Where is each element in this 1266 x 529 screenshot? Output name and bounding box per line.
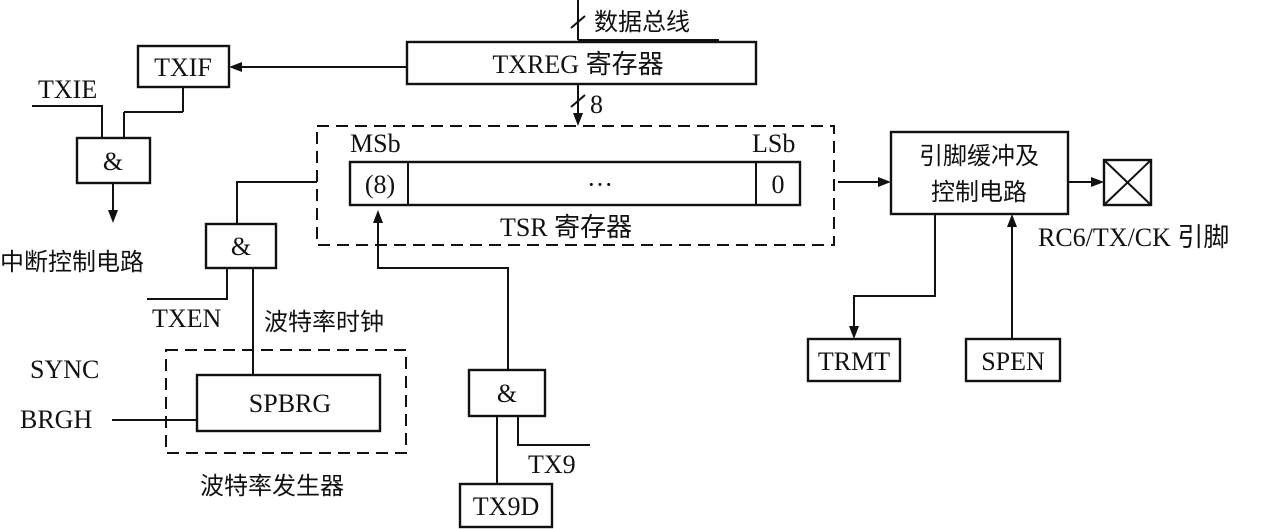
pin-label: RC6/TX/CK 引脚 — [1038, 223, 1229, 252]
tx9-wire — [517, 416, 590, 446]
baud-generator-dashed-boundary — [165, 349, 407, 454]
lsb-label: LSb — [752, 129, 795, 158]
trmt-flag — [806, 337, 902, 383]
arrowhead-bit8 — [373, 210, 383, 223]
pin-buffer-control — [889, 130, 1070, 216]
txif-label: TXIF — [154, 53, 212, 82]
enable-and-gate — [204, 222, 278, 270]
tsr-label: TSR 寄存器 — [500, 213, 632, 242]
txen-label: TXEN — [152, 304, 222, 333]
tx9d-label: TX9D — [473, 492, 539, 521]
txreg-label: TXREG 寄存器 — [492, 50, 663, 79]
tx9-label: TX9 — [528, 450, 576, 479]
txreg-register — [405, 40, 758, 86]
interrupt-and-label: & — [103, 147, 123, 176]
tsr-bit0-label: 0 — [772, 170, 785, 199]
pin-buffer-label-line2: 控制电路 — [931, 178, 1027, 206]
msb-label: MSb — [350, 129, 401, 158]
spbrg-label: SPBRG — [249, 389, 331, 418]
data-bus-input — [570, 0, 719, 41]
interrupt-ctrl-label: 中断控制电路 — [0, 248, 144, 276]
txen-wire — [147, 268, 228, 300]
tsr-to-enable-and-wire — [236, 181, 317, 224]
arrowhead-interrupt — [108, 210, 118, 223]
spbrg-register — [195, 373, 382, 433]
spen-flag — [964, 337, 1062, 383]
txie-wire — [32, 105, 103, 138]
sync-label: SYNC — [30, 355, 99, 384]
spen-label: SPEN — [981, 347, 1045, 376]
tx9-and-to-tsr-wire — [377, 223, 509, 370]
tsr-dots-label: ··· — [587, 170, 613, 199]
tsr-dashed-boundary — [316, 125, 835, 246]
trmt-label: TRMT — [818, 347, 890, 376]
tsr-bit8-label: (8) — [365, 170, 395, 199]
pin-terminal-icon — [1102, 158, 1153, 207]
txie-label: TXIE — [38, 75, 97, 104]
baud-clock-label: 波特率时钟 — [264, 308, 384, 336]
arrowhead-buffer — [878, 177, 891, 187]
enable-and-label: & — [231, 232, 251, 261]
arrowhead-txif — [229, 62, 242, 72]
arrowhead-spen — [1007, 214, 1017, 227]
baud-gen-label: 波特率发生器 — [200, 472, 344, 500]
tsr-shift-register — [348, 160, 802, 207]
arrowhead-trmt — [849, 326, 859, 339]
arrowhead-tsr — [573, 113, 583, 126]
buffer-to-trmt-wire — [853, 214, 936, 326]
tx9-and-label: & — [497, 379, 517, 408]
tx9d-bit — [458, 482, 554, 529]
bus-width-label: 8 — [590, 90, 603, 119]
data-bus-label: 数据总线 — [594, 8, 690, 36]
brgh-label: BRGH — [20, 405, 92, 434]
pin-buffer-label-line1: 引脚缓冲及 — [919, 142, 1039, 170]
arrowhead-pin — [1091, 177, 1104, 187]
bus-width-slash — [570, 94, 586, 108]
tx9-and-gate — [467, 368, 547, 418]
